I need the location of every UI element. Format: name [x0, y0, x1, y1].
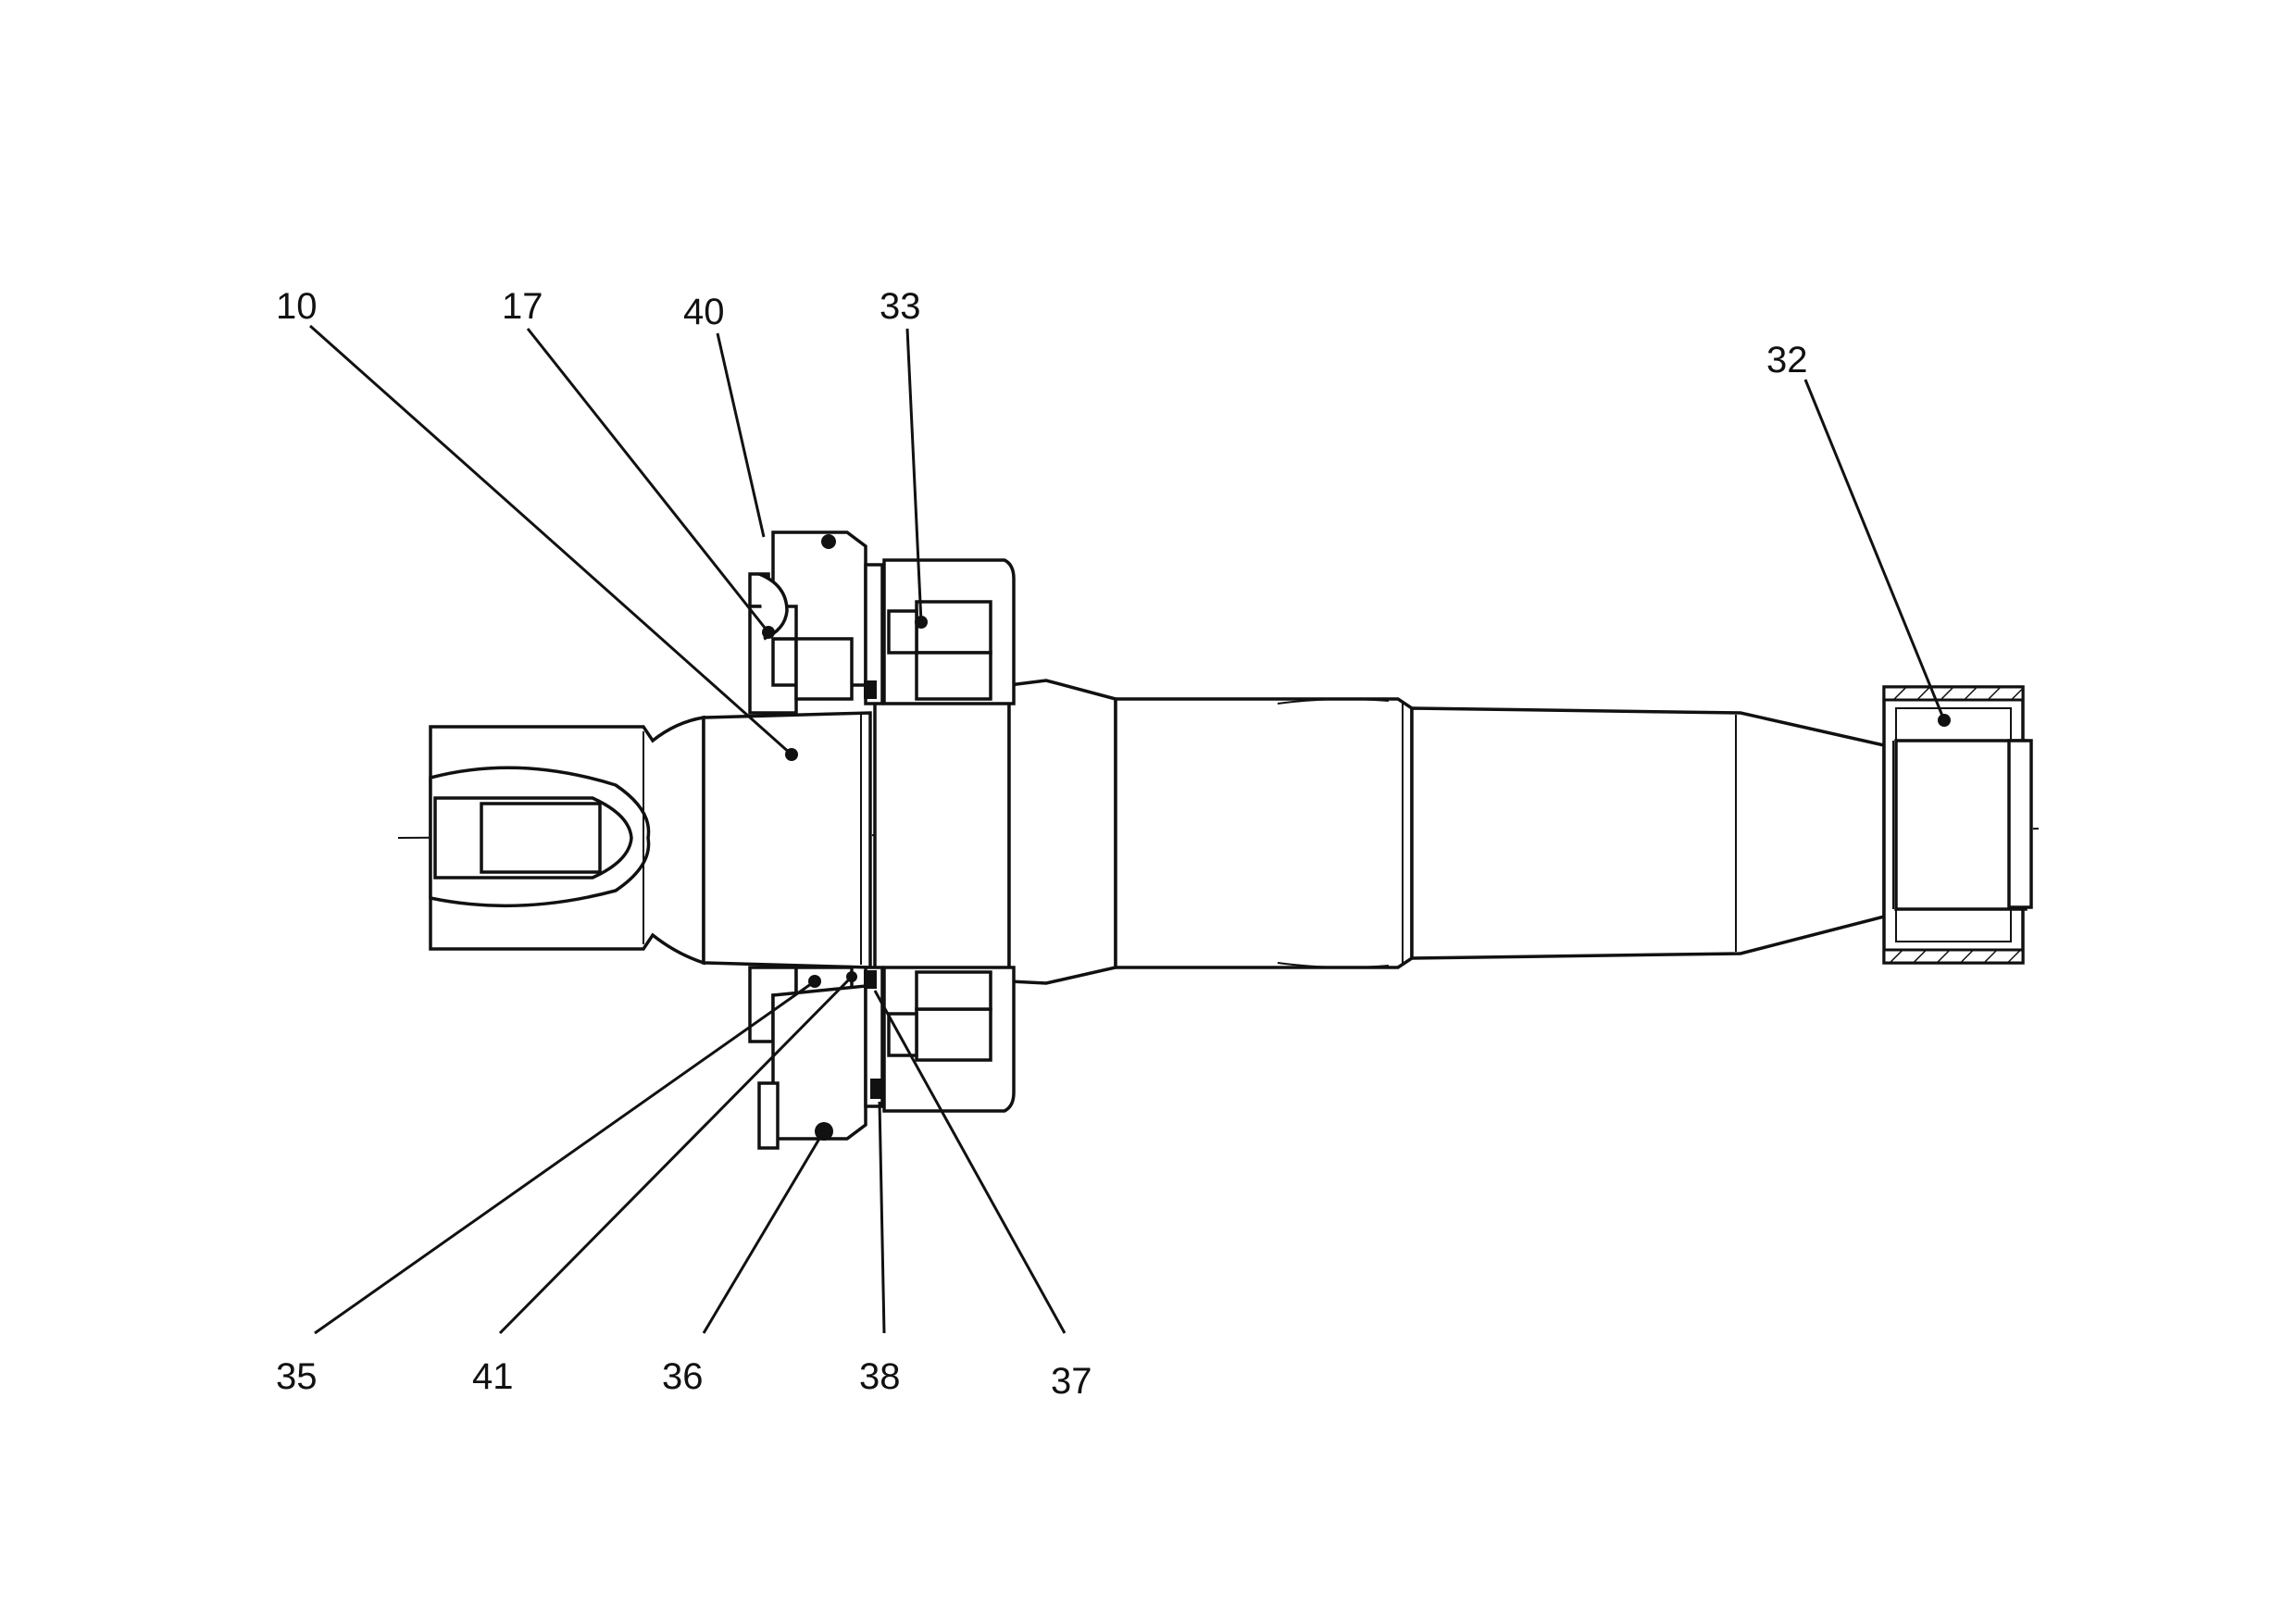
housing-bottom [748, 966, 867, 1150]
label-38: 38 [859, 1356, 901, 1397]
bearing-housing-33 [882, 558, 1016, 1113]
label-32: 32 [1766, 340, 1808, 381]
right-bearing-32 [1882, 685, 2033, 965]
label-10: 10 [276, 286, 318, 327]
label-33: 33 [880, 286, 921, 327]
label-17: 17 [502, 286, 543, 327]
label-40: 40 [683, 292, 725, 332]
label-36: 36 [662, 1356, 704, 1397]
main-shaft [702, 679, 1886, 985]
label-37: 37 [1051, 1361, 1092, 1402]
coupling-end [429, 715, 705, 966]
housing-top [748, 530, 867, 715]
leader-lines [309, 324, 1951, 1335]
seal-stack [864, 563, 884, 1108]
label-41: 41 [472, 1356, 514, 1397]
label-35: 35 [276, 1356, 318, 1397]
